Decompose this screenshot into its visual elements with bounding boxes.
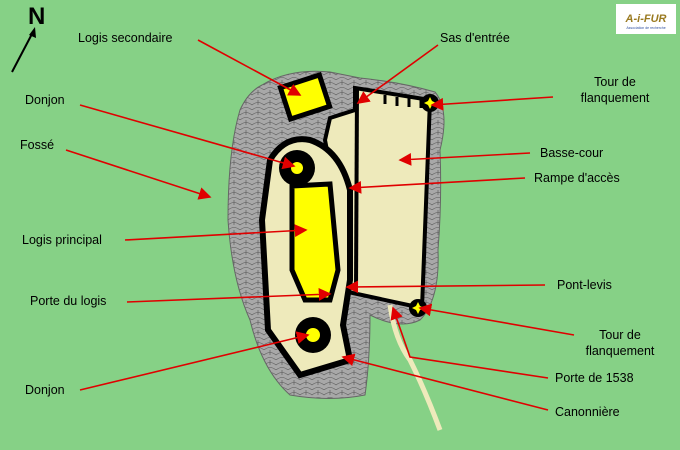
label-donjon-2: Donjon bbox=[25, 383, 65, 397]
label-tour-flanquement-2b: flanquement bbox=[586, 344, 655, 358]
label-logis-secondaire: Logis secondaire bbox=[78, 31, 173, 45]
label-fosse: Fossé bbox=[20, 138, 54, 152]
label-pont-levis: Pont-levis bbox=[557, 278, 612, 292]
logo: A-i-FUR Association de recherche bbox=[616, 4, 676, 34]
label-donjon-1: Donjon bbox=[25, 93, 65, 107]
label-canonniere: Canonnière bbox=[555, 405, 620, 419]
svg-text:Association de recherche: Association de recherche bbox=[626, 26, 665, 30]
north-arrow-icon bbox=[11, 31, 34, 73]
label-tour-flanquement-1b: flanquement bbox=[581, 91, 650, 105]
north-label: N bbox=[28, 3, 45, 30]
label-logis-principal: Logis principal bbox=[22, 233, 102, 247]
crenel-marks bbox=[383, 95, 423, 108]
label-porte-logis: Porte du logis bbox=[30, 294, 106, 308]
label-arrows bbox=[65, 39, 575, 411]
label-tour-flanquement-2a: Tour de bbox=[599, 328, 641, 342]
label-porte-1538: Porte de 1538 bbox=[555, 371, 634, 385]
svg-text:A-i-FUR: A-i-FUR bbox=[625, 13, 667, 25]
label-tour-flanquement-1a: Tour de bbox=[594, 75, 636, 89]
label-sas-entree: Sas d'entrée bbox=[440, 31, 510, 45]
label-basse-cour: Basse-cour bbox=[540, 146, 603, 160]
inner-wall bbox=[354, 89, 359, 291]
label-rampe-acces: Rampe d'accès bbox=[534, 171, 620, 185]
logis-principal-building bbox=[289, 181, 341, 303]
access-path bbox=[387, 304, 443, 431]
